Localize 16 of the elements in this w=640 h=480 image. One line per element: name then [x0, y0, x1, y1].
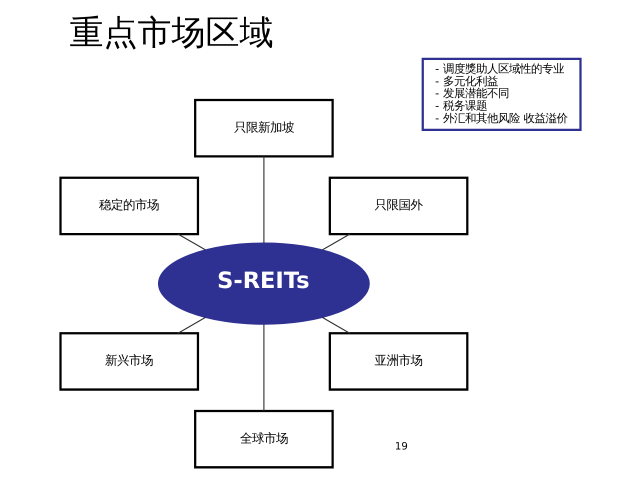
connector — [262, 156, 264, 243]
node-box: 只限新加坡 — [194, 98, 334, 158]
connector — [177, 234, 206, 250]
label: 19 — [394, 442, 408, 452]
diagram-title: 重点市场区域 — [68, 13, 273, 52]
connector — [262, 324, 264, 411]
connector — [322, 317, 350, 334]
node-box: - 调度獎助人区域性的专业 - 多元化利益 - 发展潜能不同 - 税务课题 - 外汇和其他风险 收益溢价 — [421, 58, 582, 131]
node-box: 只限国外 — [328, 176, 468, 236]
node-box: 稳定的市场 — [58, 176, 199, 236]
node-box: 亚洲市场 — [328, 332, 468, 391]
connector — [322, 234, 350, 250]
connector — [177, 317, 206, 334]
node-box: 全球市场 — [194, 410, 334, 468]
node-ellipse: S-REITs — [157, 242, 370, 325]
node-box: 新兴市场 — [58, 332, 199, 391]
